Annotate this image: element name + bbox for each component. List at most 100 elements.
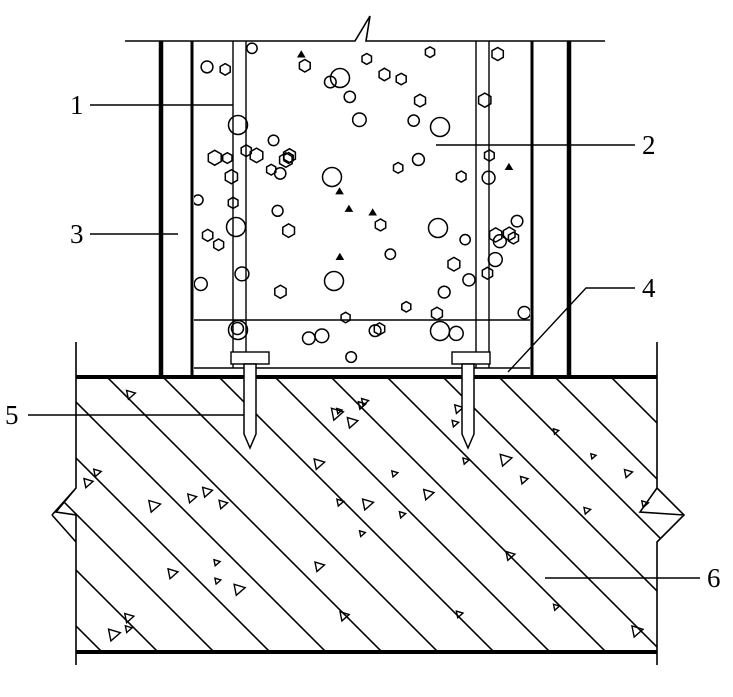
- aggregate-small-circle: [200, 60, 214, 74]
- aggregate-large-circle: [321, 166, 343, 188]
- anchor-bolts: [243, 363, 475, 450]
- aggregate-hexagon: [219, 62, 231, 76]
- slab-aggregate-triangle: [552, 427, 561, 436]
- callout-2: 2: [642, 130, 656, 160]
- hatch-line: [499, 378, 684, 652]
- callout-5: 5: [5, 400, 19, 430]
- aggregate-small-circle: [384, 248, 397, 261]
- aggregate-hexagon: [378, 67, 391, 82]
- slab-aggregate-triangle: [357, 400, 368, 411]
- aggregate-hexagon: [373, 322, 386, 336]
- column-concrete: [194, 42, 530, 364]
- column-aggregate: [194, 42, 530, 364]
- aggregate-hexagon: [298, 58, 311, 73]
- aggregate-small-circle: [407, 114, 421, 128]
- slab-aggregate-triangle: [499, 453, 514, 468]
- hatch-line: [443, 378, 684, 652]
- aggregate-hexagon: [413, 93, 427, 108]
- slab-aggregate-triangle: [186, 492, 199, 505]
- slab-aggregate-triangle: [552, 603, 561, 612]
- aggregate-small-circle: [230, 321, 245, 336]
- aggregate-hexagon: [477, 92, 492, 109]
- slab-aggregate-triangle: [390, 469, 400, 479]
- aggregate-small-circle: [323, 75, 337, 89]
- aggregate-large-circle: [329, 67, 351, 89]
- aggregate-dot: [296, 50, 306, 58]
- aggregate-small-circle: [459, 233, 472, 246]
- anchor-bolt-left: [243, 363, 257, 450]
- slab-aggregate-triangle: [398, 510, 408, 520]
- aggregate-hexagon: [249, 147, 264, 164]
- slab-hatching: [52, 378, 684, 652]
- aggregate-dot: [344, 204, 354, 212]
- aggregate-hexagon: [212, 238, 225, 252]
- aggregate-dot: [504, 162, 514, 171]
- slab-aggregate-triangle: [451, 419, 461, 429]
- aggregate-hexagon: [221, 151, 233, 165]
- aggregate-small-circle: [345, 350, 358, 364]
- aggregate-small-circle: [510, 214, 524, 228]
- aggregate-small-circle: [234, 266, 250, 282]
- slab-aggregate-triangle: [313, 457, 327, 471]
- aggregate-large-circle: [429, 320, 451, 342]
- aggregate-hexagon: [201, 228, 214, 243]
- hatch-line: [52, 378, 343, 652]
- aggregate-hexagon: [430, 306, 444, 321]
- aggregate-hexagon: [447, 256, 461, 272]
- slab-aggregate-triangle: [336, 498, 346, 508]
- hatch-line: [107, 378, 399, 652]
- slab-right-break-line: [638, 342, 686, 665]
- hatch-line: [275, 378, 567, 652]
- aggregate-small-circle: [246, 42, 258, 55]
- aggregate-small-circle: [487, 251, 503, 268]
- slab-aggregate-triangle: [631, 624, 645, 639]
- hatch-line: [52, 378, 175, 652]
- aggregate-small-circle: [462, 273, 476, 287]
- aggregate-small-circle: [301, 331, 316, 346]
- aggregate-hexagon: [224, 168, 239, 185]
- aggregate-small-circle: [351, 112, 367, 128]
- aggregate-hexagon: [507, 231, 520, 245]
- callout-3: 3: [70, 219, 84, 249]
- slab-aggregate-triangle: [233, 583, 247, 597]
- aggregate-small-circle: [267, 134, 280, 147]
- slab-aggregate-triangle: [346, 416, 360, 430]
- aggregate-small-circle: [314, 328, 330, 344]
- aggregate-hexagon: [207, 149, 222, 167]
- slab-aggregate-triangle: [123, 612, 136, 624]
- hatch-line: [331, 378, 623, 652]
- hatch-line: [52, 378, 287, 652]
- aggregate-small-circle: [448, 325, 464, 342]
- aggregate-large-circle: [323, 270, 345, 292]
- aggregate-hexagon: [274, 284, 287, 300]
- slab-aggregate-triangle: [330, 407, 345, 422]
- leader-lines: [28, 104, 700, 579]
- aggregate-small-circle: [343, 90, 357, 104]
- callout-labels: 1 2 3 4 5 6: [5, 90, 721, 593]
- aggregate-hexagon: [455, 170, 467, 183]
- slab-aggregate-triangle: [462, 457, 471, 466]
- slab-aggregate-triangle: [214, 577, 223, 586]
- slab-aggregate-triangle: [519, 475, 530, 486]
- anchor-bolt-right: [461, 363, 475, 450]
- aggregate-small-circle: [194, 276, 208, 292]
- slab-aggregate-triangle: [361, 498, 375, 512]
- slab-aggregate-triangle: [92, 468, 103, 478]
- slab-aggregate-triangle: [107, 628, 122, 643]
- slab-aggregate-triangle: [124, 624, 134, 634]
- slab-aggregate-triangle: [505, 550, 517, 562]
- aggregate-hexagon: [374, 218, 387, 232]
- hatch-line: [667, 378, 684, 652]
- aggregate-small-circle: [437, 285, 451, 299]
- slab-aggregate: [83, 389, 650, 643]
- slab-aggregate-triangle: [358, 529, 367, 538]
- aggregate-hexagon: [424, 46, 436, 59]
- aggregate-hexagon: [491, 46, 505, 62]
- aggregate-hexagon: [265, 163, 277, 176]
- slab-aggregate-triangle: [335, 407, 344, 416]
- callout-4: 4: [642, 273, 656, 303]
- aggregate-large-circle: [227, 114, 249, 136]
- slab-aggregate-triangle: [453, 403, 465, 415]
- slab-aggregate-triangle: [201, 486, 214, 499]
- aggregate-large-circle: [225, 216, 247, 238]
